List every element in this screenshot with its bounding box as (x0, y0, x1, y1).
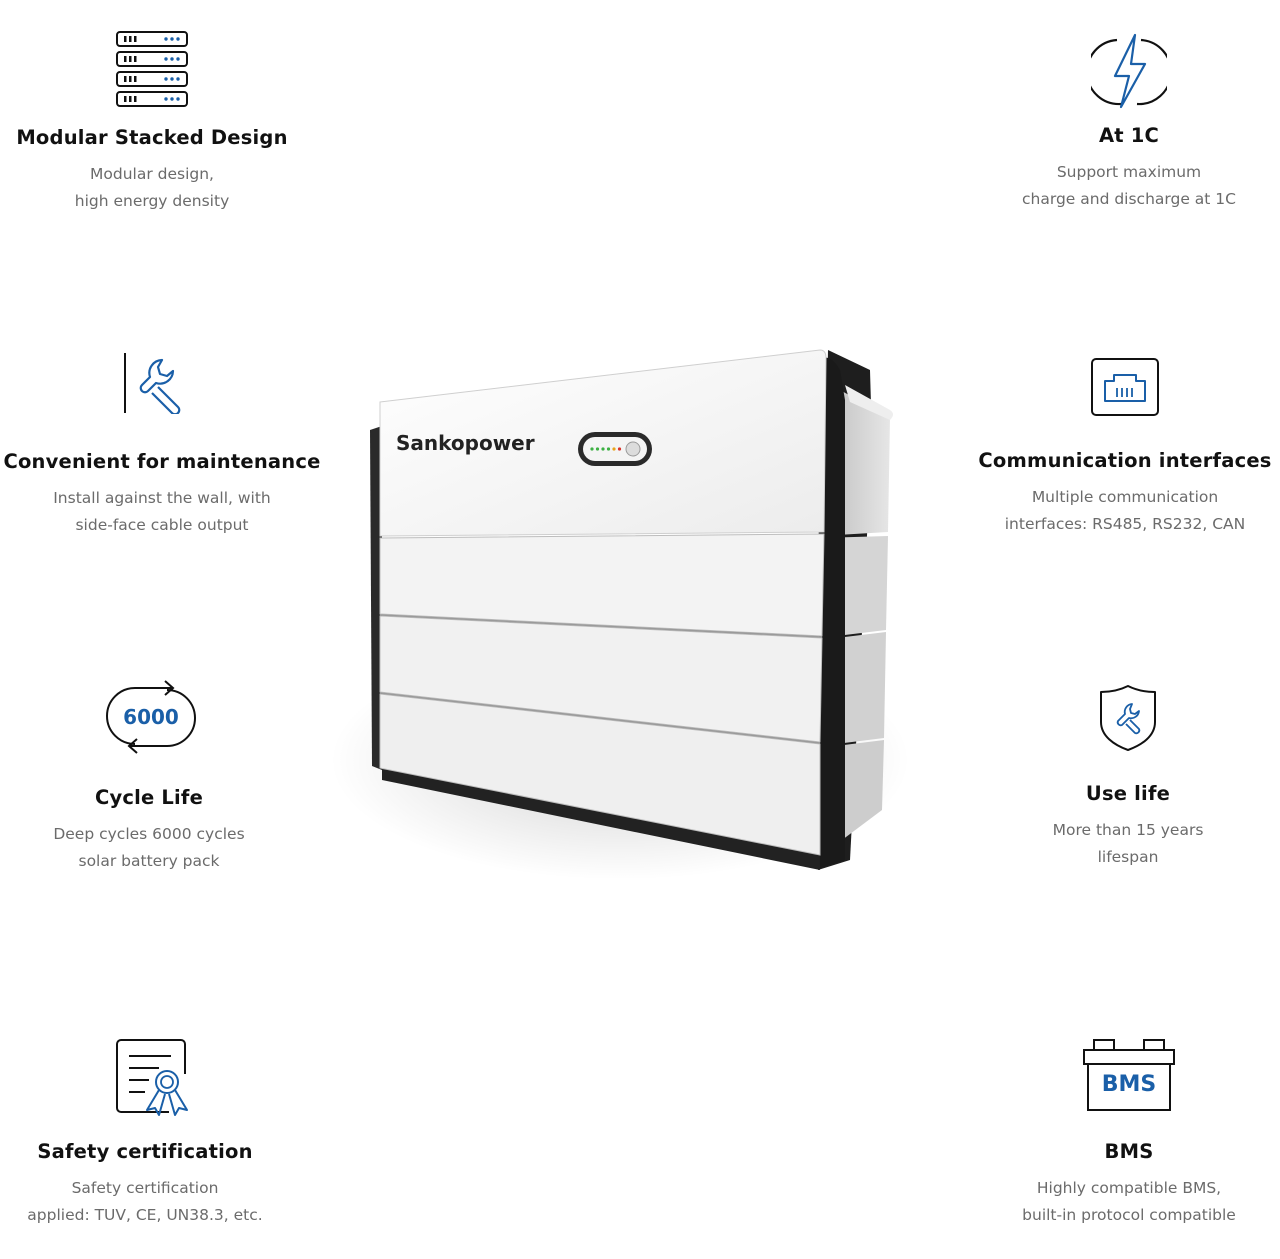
feature-description: Deep cycles 6000 cycles solar battery pa… (53, 825, 245, 870)
led-dot (601, 447, 605, 451)
network-port-icon (1091, 358, 1159, 416)
feature-description: Highly compatible BMS, built-in protocol… (1022, 1179, 1236, 1224)
feature-description: Modular design, high energy density (74, 165, 230, 210)
feature-title: Modular Stacked Design (16, 126, 288, 149)
feature-title: Safety certification (37, 1140, 253, 1163)
feature-title: Cycle Life (94, 786, 204, 809)
brand-logo: Sankopower (396, 431, 535, 455)
feature-communication: Communication interfaces Multiple commun… (965, 357, 1280, 538)
wrench-icon (124, 353, 181, 414)
feature-modular: Modular Stacked Design Modular design, h… (0, 30, 312, 215)
feature-title: Use life (1085, 782, 1171, 805)
cycle-arrows-icon: 6000 (105, 678, 197, 756)
bms-badge: BMS (1101, 1072, 1157, 1097)
feature-safety: Safety certification Safety certificatio… (0, 1038, 305, 1229)
led-dot (612, 447, 616, 451)
lightning-icon (1091, 33, 1167, 109)
feature-title: At 1C (1098, 124, 1160, 147)
shield-wrench-icon (1100, 685, 1156, 751)
feature-title: Convenient for maintenance (3, 450, 321, 473)
battery-bms-icon: BMS (1082, 1038, 1176, 1112)
product-image: Sankopower (330, 340, 930, 900)
feature-cycle: 6000 Cycle Life Deep cycles 6000 cycles … (0, 678, 309, 875)
feature-description: Safety certification applied: TUV, CE, U… (27, 1179, 263, 1224)
feature-description: More than 15 years lifespan (1052, 821, 1204, 866)
feature-uselife: Use life More than 15 years lifespan (968, 684, 1280, 871)
feature-at1c: At 1C Support maximum charge and dischar… (969, 32, 1280, 213)
certificate-icon (116, 1039, 188, 1116)
feature-bms: BMS BMS Highly compatible BMS, built-in … (969, 1038, 1280, 1229)
led-dot (606, 447, 611, 451)
feature-description: Support maximum charge and discharge at … (1022, 163, 1236, 208)
feature-title: BMS (1104, 1140, 1154, 1163)
feature-description: Install against the wall, with side-face… (53, 489, 271, 534)
feature-description: Multiple communication interfaces: RS485… (1004, 488, 1246, 533)
cycle-badge: 6000 (123, 705, 179, 729)
led-dot (590, 447, 594, 451)
feature-title: Communication interfaces (978, 449, 1272, 472)
led-lights (590, 447, 622, 451)
server-stack-icon (116, 31, 188, 107)
led-dot (617, 447, 622, 451)
feature-maintenance: Convenient for maintenance Install again… (2, 352, 322, 539)
led-dot (595, 447, 600, 451)
